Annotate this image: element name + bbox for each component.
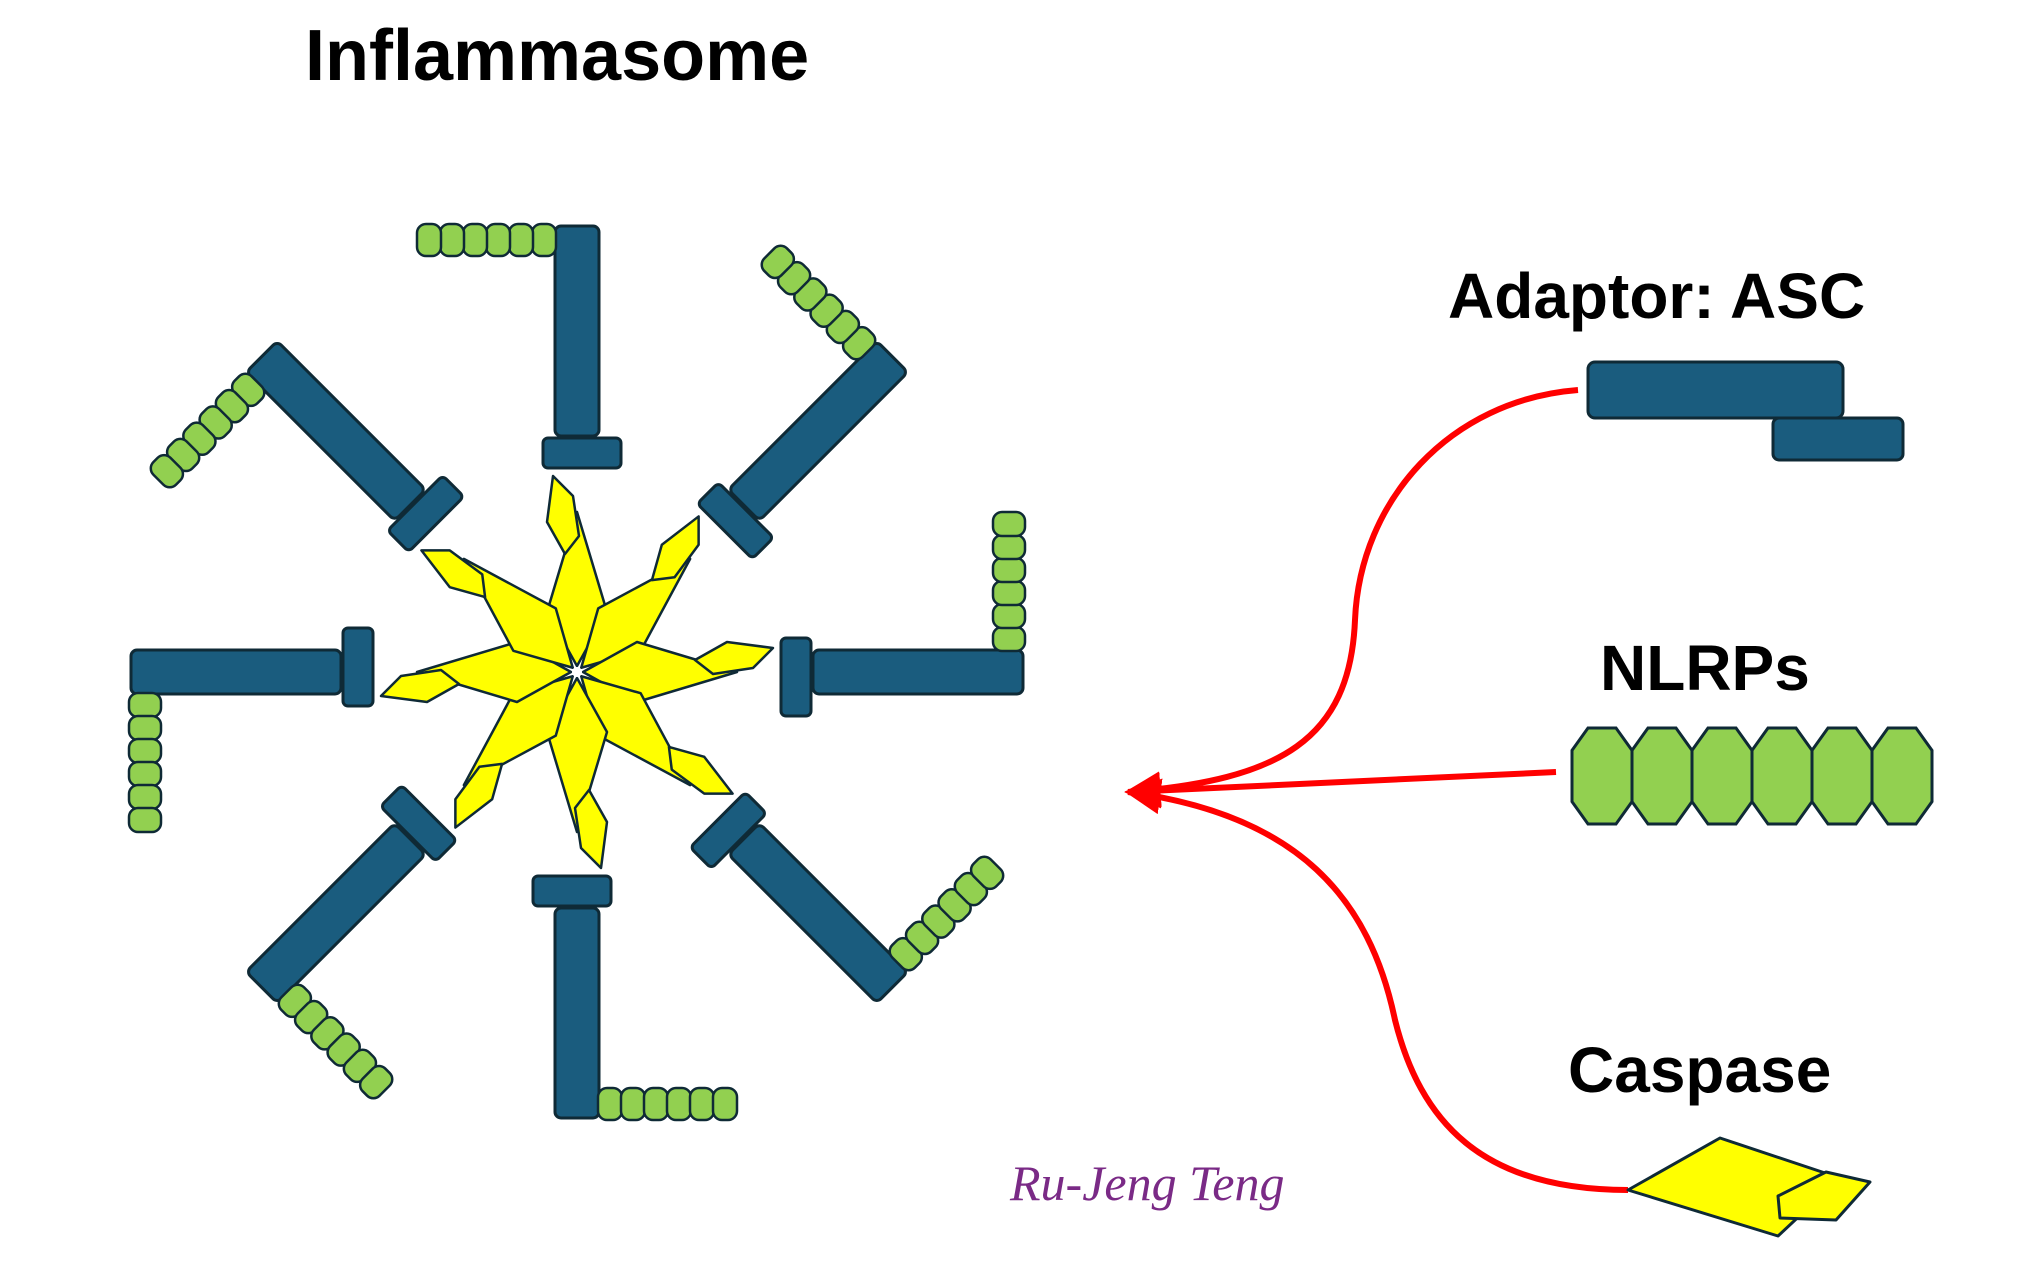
nlrps-label: NLRPs <box>1600 632 1810 704</box>
caspase-domain <box>454 762 504 829</box>
caspase-domain <box>650 515 700 582</box>
caspase-domain <box>667 745 734 795</box>
nlrp-bead <box>642 1086 670 1122</box>
nlrp-bead <box>1630 726 1694 826</box>
nlrp-bead <box>665 1086 693 1122</box>
nlrp-bead <box>711 1086 739 1122</box>
inflammasome-arm <box>579 674 1005 1002</box>
asc-adaptor <box>553 224 601 438</box>
asc-adaptor <box>697 483 774 559</box>
caspase-domain <box>379 668 461 704</box>
nlrp-legend-shape <box>1570 726 1934 826</box>
asc-adaptor <box>690 792 766 869</box>
nlrp-bead <box>358 1064 394 1100</box>
asc-adaptor <box>729 342 907 520</box>
inflammasome-arm <box>415 222 623 668</box>
nlrp-bead <box>530 222 558 258</box>
asc-adaptor <box>129 648 343 696</box>
nlrp-bead <box>127 737 163 765</box>
inflammasome-arm <box>579 244 907 670</box>
nlrp-bead <box>507 222 535 258</box>
nlrp-bead <box>991 510 1027 538</box>
inflammasome-arm <box>247 674 575 1100</box>
complex-center <box>572 667 582 677</box>
author-signature: Ru-Jeng Teng <box>1009 1155 1285 1211</box>
nlrp-bead <box>1810 726 1874 826</box>
nlrp-bead <box>991 602 1027 630</box>
nlrp-bead <box>991 625 1027 653</box>
asc-adaptor <box>247 824 425 1002</box>
nlrp-bead <box>1690 726 1754 826</box>
nlrp-bead <box>484 222 512 258</box>
asc-adaptor <box>811 648 1025 696</box>
inflammasome-title: Inflammasome <box>305 16 809 96</box>
nlrp-bead <box>1570 726 1634 826</box>
caspase-domain <box>462 557 575 670</box>
nlrp-bead <box>1750 726 1814 826</box>
asc-adaptor <box>341 626 375 708</box>
nlrp-bead <box>127 806 163 834</box>
nlrp-bead <box>127 783 163 811</box>
inflammasome-arm <box>531 676 739 1122</box>
arrows <box>1124 387 1629 1193</box>
nlrp-bead <box>969 855 1005 891</box>
caspase-domain <box>693 640 775 676</box>
nlrp-bead <box>438 222 466 258</box>
nlrp-bead <box>596 1086 624 1122</box>
caspase-domain <box>420 549 487 599</box>
nlrp-bead <box>127 760 163 788</box>
asc-adaptor <box>388 475 464 552</box>
caspase-domain <box>545 474 581 556</box>
nlrp-bead <box>461 222 489 258</box>
arrow-from-asc <box>1124 387 1579 808</box>
asc-adaptor <box>531 874 613 908</box>
caspase-domain <box>573 788 609 870</box>
nlrp-bead <box>619 1086 647 1122</box>
nlrp-bead <box>688 1086 716 1122</box>
nlrp-bead <box>991 556 1027 584</box>
inflammasome-complex <box>127 222 1027 1122</box>
nlrp-bead <box>127 691 163 719</box>
arrow-from-caspase <box>1124 778 1629 1193</box>
asc-adaptor <box>779 636 813 718</box>
asc-adaptor <box>380 785 457 861</box>
nlrp-bead <box>991 533 1027 561</box>
asc-adaptor <box>541 436 623 470</box>
caspase-label: Caspase <box>1568 1034 1831 1106</box>
asc-adaptor <box>729 824 907 1002</box>
nlrp-bead <box>991 579 1027 607</box>
nlrp-bead <box>149 453 185 489</box>
arrow-from-nlrps <box>1124 769 1557 809</box>
inflammasome-arm <box>127 626 573 834</box>
nlrp-bead <box>760 244 796 280</box>
nlrp-bead <box>127 714 163 742</box>
asc-adaptor <box>553 906 601 1120</box>
adaptor-asc-label: Adaptor: ASC <box>1448 260 1865 332</box>
asc-legend-shape <box>1586 360 1905 462</box>
nlrp-bead <box>1870 726 1934 826</box>
caspase-legend-shape <box>1626 1136 1872 1238</box>
nlrp-bead <box>415 222 443 258</box>
asc-adaptor <box>247 342 425 520</box>
inflammasome-arm <box>149 342 575 670</box>
